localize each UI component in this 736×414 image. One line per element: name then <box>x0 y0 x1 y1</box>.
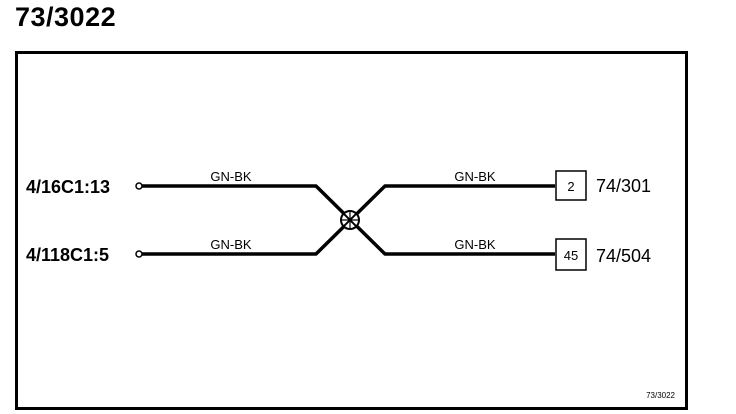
pin-box-1 <box>555 170 587 201</box>
left-connector-label-2: 4/118C1:5 <box>26 245 109 265</box>
wire-color-label: GN-BK <box>454 237 496 252</box>
right-connector-label-1: 74/301 <box>596 176 651 196</box>
wire-color-label: GN-BK <box>454 169 496 184</box>
wire-color-label: GN-BK <box>210 169 252 184</box>
terminal-circle-2 <box>135 250 143 258</box>
pin-number: 2 <box>567 179 574 194</box>
pin-box-2 <box>555 238 587 271</box>
splice-node-icon <box>340 210 360 230</box>
diagram-reference: 73/3022 <box>646 391 675 400</box>
diagram-frame <box>15 51 688 410</box>
pin-number: 45 <box>564 248 578 263</box>
terminal-circle-1 <box>135 182 143 190</box>
right-connector-label-2: 74/504 <box>596 246 651 266</box>
left-connector-label-1: 4/16C1:13 <box>26 177 110 197</box>
page-title: 73/3022 <box>15 2 117 32</box>
wire-color-label: GN-BK <box>210 237 252 252</box>
